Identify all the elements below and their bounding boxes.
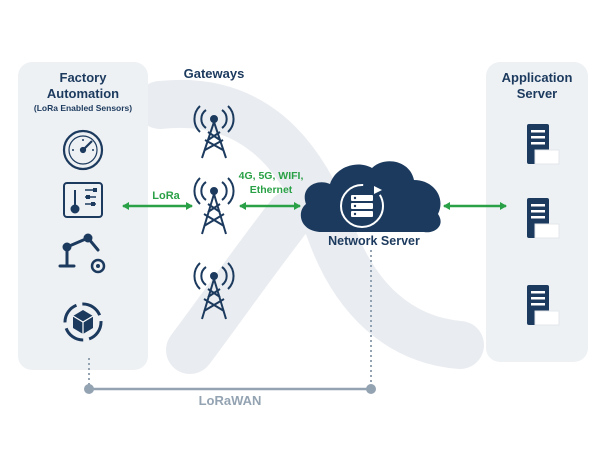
lora-label: LoRa [152, 190, 180, 202]
left-panel-title-line1: Factory [59, 70, 107, 85]
server-rack-icon [527, 285, 560, 326]
backhaul-label-line1: 4G, 5G, WIFI, [238, 170, 304, 182]
cloud-server-icon [300, 161, 441, 233]
gateways-title: Gateways [183, 66, 245, 81]
left-panel-title-line2: Automation [46, 86, 120, 101]
tower-icon [193, 177, 235, 235]
tower-icon [193, 262, 235, 320]
tower-icon [193, 105, 235, 159]
server-rack-icon [527, 124, 560, 165]
server-rack-icon [527, 198, 560, 239]
right-panel-title-line2: Server [516, 86, 558, 101]
logistics-cycle-icon [63, 302, 103, 342]
backhaul-label-line2: Ethernet [249, 184, 293, 196]
lorawan-label: LoRaWAN [198, 393, 262, 408]
right-panel-title-line1: Application [501, 70, 573, 85]
network-server-label: Network Server [328, 234, 420, 248]
robot-arm-icon [58, 233, 106, 274]
lorawan-connector [84, 250, 376, 394]
thermostat-icon [63, 182, 103, 218]
left-panel-subtitle: (LoRa Enabled Sensors) [33, 103, 133, 113]
gauge-icon [62, 129, 104, 171]
